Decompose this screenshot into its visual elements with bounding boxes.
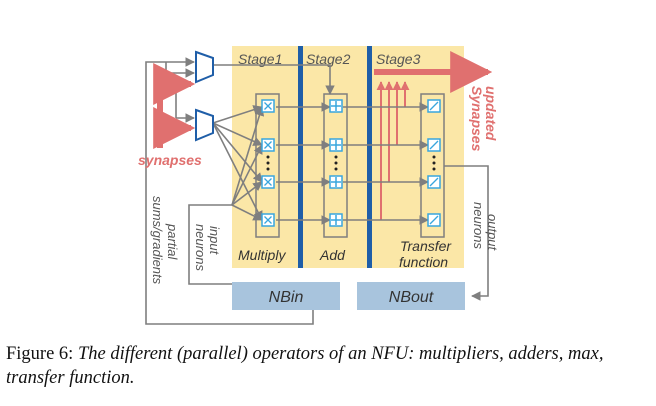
- synapse-feeds: [153, 63, 196, 149]
- synapse-mux-top: [195, 50, 214, 84]
- nbout-label: NBout: [389, 289, 434, 306]
- multiplier-cell: [261, 138, 275, 152]
- nbin-buffer: [232, 282, 340, 310]
- transfer-label-line1: Transfer: [400, 238, 452, 254]
- figure-caption: Figure 6: The different (parallel) opera…: [6, 342, 646, 390]
- synapses-label: synapses: [138, 152, 202, 168]
- updated-synapses-label-line2: Synapses: [469, 86, 485, 152]
- stage1-label: Stage1: [238, 51, 282, 67]
- synapse-mux-bottom: [195, 108, 214, 142]
- nbout-buffer: [357, 282, 465, 310]
- caption-prefix: Figure 6:: [6, 344, 74, 364]
- synapse-update-taps: [376, 81, 410, 220]
- multiplier-cell: [261, 213, 275, 227]
- adder-cell: [329, 138, 343, 152]
- data-wires: [145, 57, 489, 325]
- transfer-cell: [427, 175, 441, 189]
- multiplier-column: [255, 93, 280, 238]
- input-neurons-label-line2: neurons: [193, 224, 208, 271]
- transfer-label-line2: function: [399, 254, 448, 270]
- output-neurons-label-line1: output: [485, 214, 500, 252]
- partial-sums-label-line2: sums/gradients: [150, 196, 165, 285]
- updated-synapses-label-line1: updated: [483, 86, 499, 141]
- stage-divider-2: [367, 46, 372, 268]
- transfer-cell: [427, 99, 441, 113]
- partial-sums-label-line1: partial: [165, 223, 180, 261]
- multiply-label: Multiply: [238, 247, 286, 263]
- transfer-cell: [427, 138, 441, 152]
- adder-cell: [329, 99, 343, 113]
- multiplier-cell: [261, 99, 275, 113]
- multiplier-cell: [261, 175, 275, 189]
- stage-divider-1: [298, 46, 303, 268]
- caption-text: The different (parallel) operators of an…: [6, 344, 604, 388]
- output-neurons-label-line2: neurons: [471, 202, 486, 249]
- stage-background: [232, 46, 464, 268]
- transfer-cell: [427, 213, 441, 227]
- stage2-label: Stage2: [306, 51, 351, 67]
- add-label: Add: [319, 247, 346, 263]
- adder-cell: [329, 175, 343, 189]
- adder-column: [323, 93, 348, 238]
- adder-cell: [329, 213, 343, 227]
- stage3-label: Stage3: [376, 51, 421, 67]
- nbin-label: NBin: [269, 289, 304, 306]
- column-ellipsis: [266, 155, 436, 171]
- input-neurons-label-line1: input: [207, 226, 222, 256]
